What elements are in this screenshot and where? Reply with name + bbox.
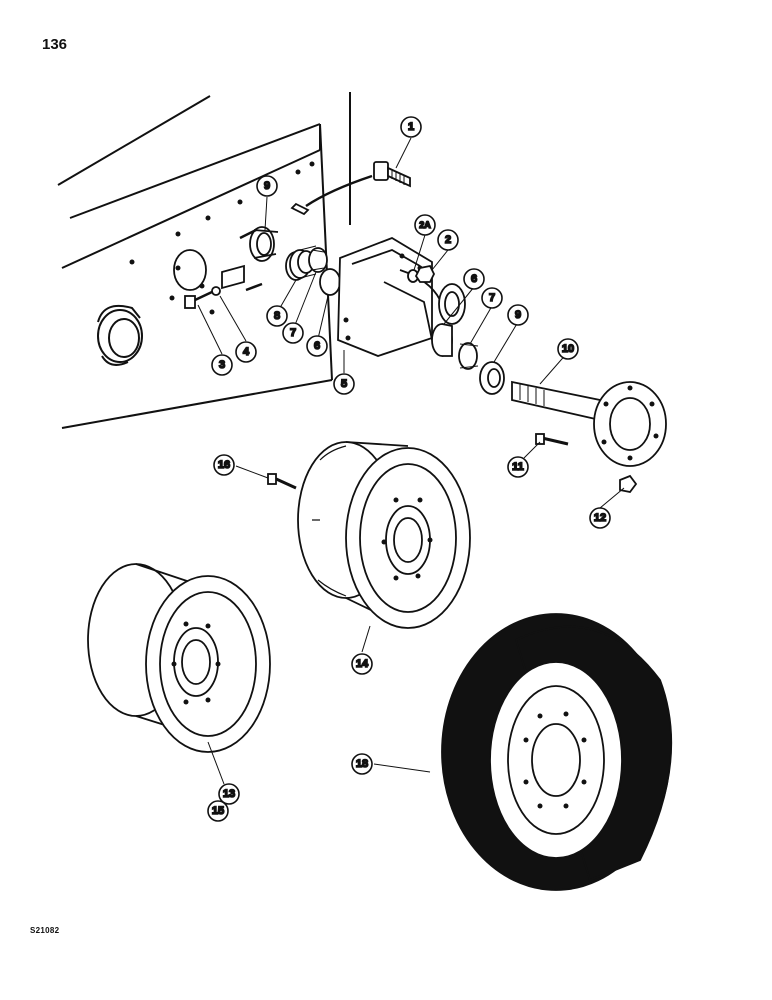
page-number: 136 [42,36,68,53]
callout-12: 12 [589,507,611,529]
svg-text:7: 7 [489,292,495,304]
svg-text:14: 14 [356,658,369,670]
svg-text:11: 11 [512,461,524,473]
hub-assembly [184,161,667,493]
callout-3: 3 [211,354,233,376]
callout-7-right: 7 [481,287,503,309]
wheel-tire-18 [441,613,673,891]
svg-text:6: 6 [314,340,320,352]
svg-text:5: 5 [341,378,347,390]
callout-9-left: 9 [256,175,278,197]
svg-text:2: 2 [445,234,451,246]
callout-8: 8 [266,305,288,327]
svg-text:16: 16 [218,459,230,471]
svg-text:15: 15 [212,805,224,817]
svg-text:13: 13 [223,788,235,800]
callout-9-right: 9 [507,304,529,326]
bolt-icon [373,161,411,188]
callout-6-right: 6 [463,268,485,290]
cup-seal-icon [97,304,143,366]
callout-15: 15 [207,800,229,822]
callout-13: 13 [218,783,240,805]
svg-text:10: 10 [562,343,574,355]
callout-11: 11 [507,456,529,478]
callout-7-left: 7 [282,322,304,344]
figure-code: S21082 [30,926,60,935]
leader-lines [197,137,625,785]
callout-10: 10 [557,338,579,360]
callout-2: 2 [437,229,459,251]
callout-6-left: 6 [306,335,328,357]
wheel-rim-13 [87,563,271,753]
wheel-rim-14 [297,441,471,629]
svg-text:8: 8 [274,310,280,322]
callout-2a: 2A [414,214,436,236]
svg-text:4: 4 [243,346,250,358]
chassis-frame [57,92,351,429]
callout-1: 1 [400,116,422,138]
svg-text:6: 6 [471,273,477,285]
svg-text:2A: 2A [419,220,431,230]
svg-text:18: 18 [356,758,368,770]
callout-14: 14 [351,653,373,675]
svg-text:9: 9 [515,309,521,321]
svg-text:3: 3 [219,359,225,371]
svg-text:9: 9 [264,180,270,192]
svg-text:7: 7 [290,327,296,339]
svg-text:1: 1 [408,121,414,133]
callouts: 1 2 2A 3 4 5 6 6 7 7 8 9 9 10 11 12 13 1… [207,116,611,822]
callout-4: 4 [235,341,257,363]
callout-5: 5 [333,373,355,395]
svg-text:12: 12 [594,512,606,524]
callout-18: 18 [351,753,373,775]
callout-16: 16 [213,454,235,476]
